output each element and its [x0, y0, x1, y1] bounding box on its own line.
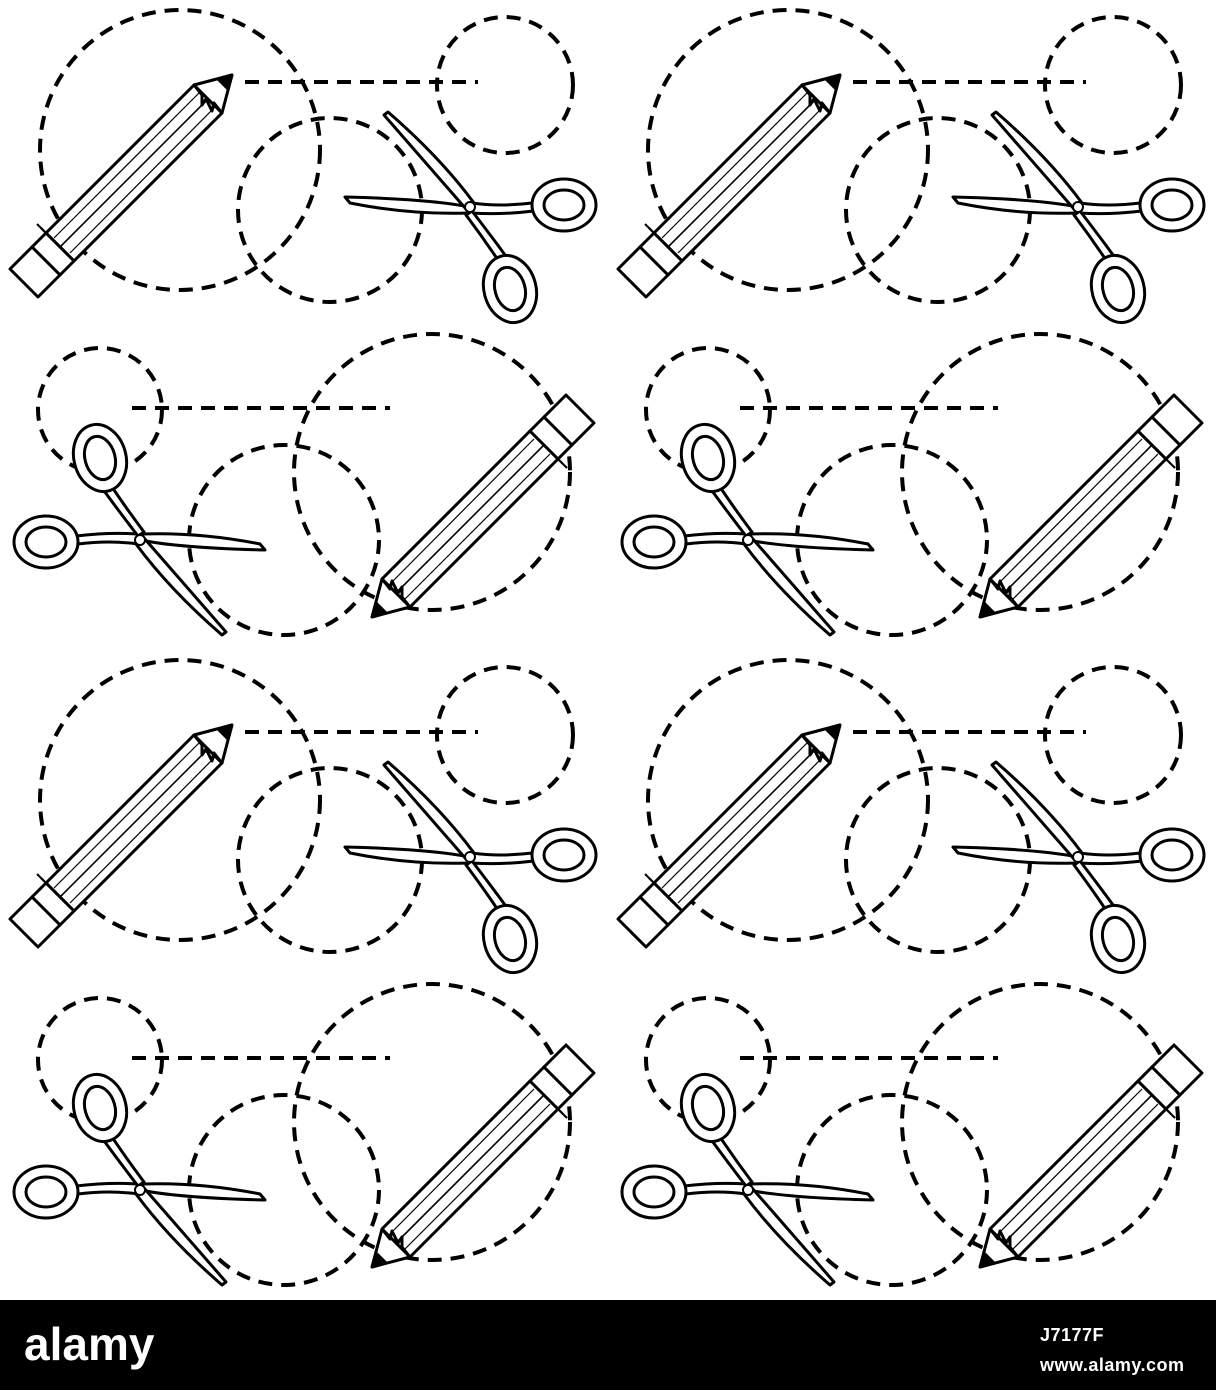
image-id: J7177F: [1040, 1325, 1105, 1345]
pattern-tile: [618, 10, 1204, 329]
pencil-scissors-pattern: [0, 0, 1216, 1300]
pattern-tile: [622, 334, 1202, 635]
alamy-logo: alamy: [20, 1320, 220, 1372]
pattern-tile: [14, 334, 594, 635]
pattern-tile: [14, 984, 594, 1285]
pattern-tile: [10, 660, 596, 979]
pattern-tile: [618, 660, 1204, 979]
watermark-footer: alamy J7177F www.alamy.com: [0, 1300, 1216, 1390]
svg-text:alamy: alamy: [24, 1320, 155, 1370]
pattern-tile: [622, 984, 1202, 1285]
pattern-tile: [10, 10, 596, 329]
site-url: www.alamy.com: [1040, 1355, 1185, 1375]
